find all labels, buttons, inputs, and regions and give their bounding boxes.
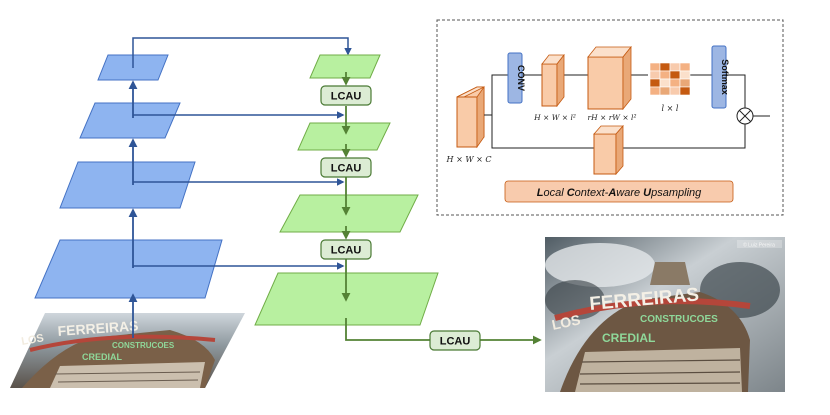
encoder-plane-3 (79, 102, 181, 139)
dim-conv-label: H × W × l² (533, 113, 576, 122)
conv-block: CONV (507, 52, 526, 104)
photo-sign-sub: CONSTRUCOES (112, 341, 175, 350)
caption-initial: U (643, 187, 652, 199)
input-photo: LOS FERREIRAS CONSTRUCOES CREDIAL (10, 313, 245, 388)
lcau-block-1: LCAU (320, 85, 372, 106)
encoder-pyramid (34, 54, 223, 299)
lcau-block-4: LCAU (429, 330, 481, 351)
lcau-label: LCAU (440, 336, 471, 348)
caption-text: ontext- (575, 187, 609, 199)
photo-sign-lower: CREDIAL (602, 331, 655, 345)
encoder-plane-1 (34, 239, 223, 299)
kernel-grid (649, 62, 691, 96)
lcau-block-3: LCAU (320, 239, 372, 260)
multiply-operator (736, 107, 754, 125)
photo-sign-left: LOS (550, 311, 581, 333)
photo-sign-left: LOS (20, 332, 44, 348)
svg-text:Local Context-Aware Upsampling: Local Context-Aware Upsampling (537, 187, 702, 199)
decoder-plane-4 (309, 54, 381, 79)
output-photo: LOS FERREIRAS CONSTRUCOES CREDIAL © Luiz… (545, 237, 785, 392)
lcau-label: LCAU (331, 163, 362, 175)
conv-label: CONV (516, 65, 526, 91)
inset-connections (484, 74, 770, 149)
skip-connections (132, 37, 352, 270)
caption-initial: L (537, 187, 544, 199)
photo-sign-lower: CREDIAL (82, 352, 123, 362)
softmax-label: Softmax (720, 59, 730, 95)
lcau-label: LCAU (331, 91, 362, 103)
caption-initial: A (607, 187, 616, 199)
dim-reshape-label: rH × rW × l² (588, 113, 637, 122)
reshape-block (587, 45, 632, 111)
photo-sign-sub: CONSTRUCOES (640, 314, 718, 325)
caption-text: ware (616, 187, 643, 199)
encoder-plane-2 (59, 161, 196, 209)
dim-input-label: H × W × C (446, 155, 492, 164)
softmax-block: Softmax (711, 45, 730, 109)
conv-output-block (541, 53, 565, 108)
lcau-detail-inset: H × W × C CONV H × W × l² (436, 19, 784, 216)
caption-text: psampling (650, 187, 702, 199)
input-feature-block (456, 85, 485, 149)
lcau-label: LCAU (331, 245, 362, 257)
decoder-plane-2 (279, 194, 419, 233)
dim-kernel-label: l × l (662, 104, 679, 113)
photo-watermark: © Luiz Pereira (743, 242, 775, 249)
inset-caption: Local Context-Aware Upsampling (504, 180, 734, 203)
lower-feature-block (593, 124, 624, 176)
caption-initial: C (567, 187, 576, 199)
caption-text: ocal (543, 187, 566, 199)
photo-sign-main: FERREIRAS (57, 317, 139, 339)
lcau-block-2: LCAU (320, 157, 372, 178)
decoder-plane-3 (297, 122, 391, 151)
